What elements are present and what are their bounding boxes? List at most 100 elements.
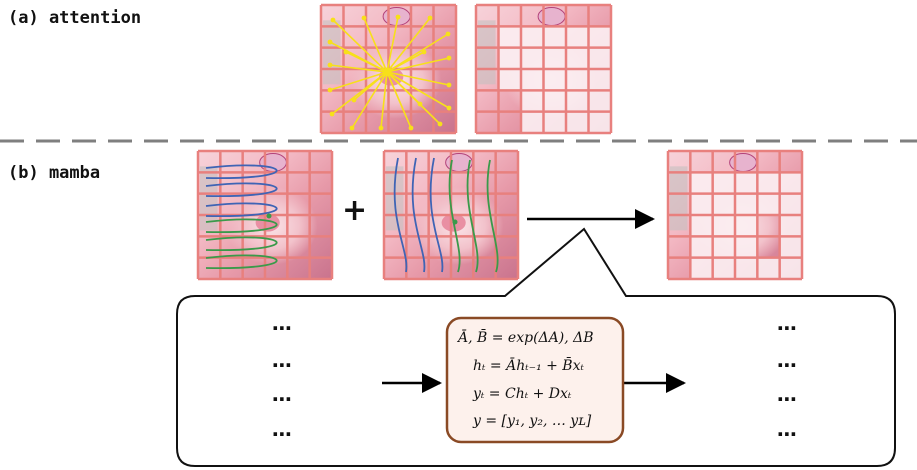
masked-patch: [588, 69, 611, 91]
masked-patch: [521, 90, 544, 112]
masked-patch: [498, 47, 521, 69]
ellipsis: ⋯: [777, 316, 798, 340]
attention-input-image: [319, 3, 458, 135]
masked-patch: [690, 257, 713, 279]
attention-ray-endpoint: [437, 121, 443, 127]
ellipsis: ⋯: [777, 422, 798, 446]
background-pillar-shape: [670, 166, 688, 231]
attention-ray: [386, 57, 450, 73]
attention-ray-endpoint: [446, 55, 452, 61]
attention-ray-endpoint: [343, 49, 349, 55]
masked-patch: [543, 69, 566, 91]
attention-ray: [386, 51, 425, 73]
attention-ray: [386, 16, 399, 73]
attention-ray: [386, 71, 450, 109]
masked-patch: [712, 236, 735, 258]
attention-ray-endpoint: [329, 111, 335, 117]
masked-patch: [521, 47, 544, 69]
masked-patch: [712, 172, 735, 194]
masked-patch: [690, 193, 713, 215]
masked-patch: [779, 172, 802, 194]
masked-patch: [735, 236, 758, 258]
scan-loop-blue: [429, 157, 444, 273]
ssm-equation-box: [445, 316, 625, 444]
masked-patch: [521, 69, 544, 91]
masked-patch: [543, 26, 566, 48]
masked-patch: [735, 172, 758, 194]
attention-ray-endpoint: [361, 15, 367, 21]
attention-ray-endpoint: [446, 82, 452, 88]
attention-ray: [363, 17, 388, 73]
attention-ray: [345, 51, 388, 73]
attention-ray-endpoint: [445, 31, 451, 37]
scan-loop-green: [205, 236, 278, 251]
masked-patch: [498, 69, 521, 91]
scan-overlays-layer: [205, 14, 499, 273]
mamba-label: (b) mamba: [8, 163, 101, 183]
masked-patch: [779, 236, 802, 258]
attention-ray: [386, 71, 421, 105]
ellipsis: ⋯: [272, 387, 293, 411]
attention-ray: [332, 19, 388, 73]
scan-loop-blue: [205, 202, 278, 217]
background-pillar-shape: [323, 20, 341, 85]
equation-discretization: Ā, B̄ = exp(ΔA), ΔB: [458, 330, 594, 346]
masked-patch: [521, 26, 544, 48]
ellipsis: ⋯: [272, 422, 293, 446]
equation-output: yₜ = Chₜ + Dxₜ: [473, 386, 572, 402]
mamba-output-image: [666, 149, 804, 281]
ellipsis: ⋯: [777, 387, 798, 411]
plus-sign: +: [342, 193, 368, 228]
scan-loop-blue: [205, 164, 278, 179]
masked-patch: [543, 47, 566, 69]
attention-ray-endpoint: [408, 125, 414, 131]
scan-point: [452, 219, 458, 225]
attention-ray-endpoint: [421, 49, 427, 55]
masked-patch: [712, 257, 735, 279]
background-pillar-shape: [478, 20, 496, 85]
attention-ray-endpoint: [427, 15, 433, 21]
tiara-icon: [537, 7, 566, 26]
attention-ray-endpoint: [446, 105, 452, 111]
masked-patch: [566, 26, 589, 48]
masked-patch: [588, 26, 611, 48]
scan-loop-blue: [411, 157, 426, 273]
scan-loop-green: [205, 254, 278, 269]
masked-patch: [757, 257, 780, 279]
attention-ray: [351, 71, 388, 129]
masked-patch: [779, 257, 802, 279]
masked-patch: [757, 172, 780, 194]
attention-ray: [353, 71, 388, 101]
masked-patch: [779, 215, 802, 237]
scan-loop-green: [486, 159, 499, 273]
ellipsis: ⋯: [777, 353, 798, 377]
masked-patch: [521, 111, 544, 133]
attention-ray: [329, 64, 388, 73]
masked-patch: [690, 215, 713, 237]
masked-patch: [690, 236, 713, 258]
attention-output-image: [474, 3, 613, 135]
attention-ray-endpoint: [378, 125, 384, 131]
vertical-scan-path: [393, 157, 499, 273]
attention-query-point: [382, 67, 392, 77]
masked-patch: [735, 257, 758, 279]
masked-patch: [779, 193, 802, 215]
masked-patch: [543, 111, 566, 133]
attention-label: (a) attention: [8, 8, 142, 28]
attention-ray-endpoint: [330, 17, 336, 23]
masked-patch: [712, 193, 735, 215]
masked-patch: [735, 193, 758, 215]
horizontal-scan-path: [205, 164, 278, 269]
scan-loop-green: [205, 218, 278, 233]
masked-patch: [566, 47, 589, 69]
scan-loop-blue: [393, 157, 408, 273]
attention-ray-endpoint: [351, 97, 357, 103]
masked-patch: [735, 215, 758, 237]
masked-patch: [543, 90, 566, 112]
attention-ray-endpoint: [327, 39, 333, 45]
tiara-icon: [729, 153, 757, 172]
equation-sequence: y = [y₁, y₂, … yʟ]: [473, 413, 592, 429]
scan-loop-blue: [205, 182, 278, 197]
masked-patch: [566, 69, 589, 91]
